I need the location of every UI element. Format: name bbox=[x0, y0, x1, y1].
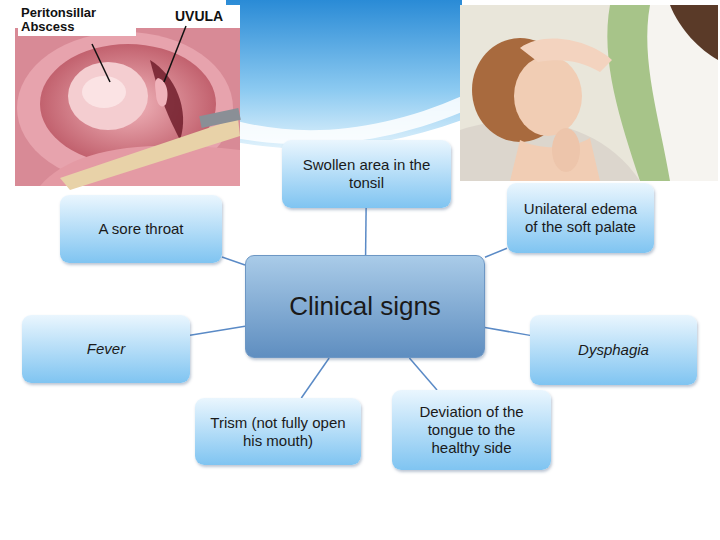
connector-line bbox=[222, 257, 245, 265]
swoosh-band bbox=[226, 0, 462, 150]
photo-label: UVULA bbox=[172, 8, 226, 25]
connector-line bbox=[485, 248, 507, 257]
sign-text: Swollen area in the tonsil bbox=[292, 156, 441, 192]
connector-line bbox=[301, 358, 329, 398]
topic-text: Clinical signs bbox=[289, 291, 441, 322]
central-topic-box: Clinical signs bbox=[245, 255, 485, 358]
connector-line bbox=[485, 328, 530, 336]
sign-box: Trism (not fully open his mouth) bbox=[195, 398, 361, 465]
sign-text: Trism (not fully open his mouth) bbox=[205, 414, 351, 450]
connector-line bbox=[409, 358, 437, 390]
throat-photo bbox=[15, 5, 241, 190]
patient-photo bbox=[460, 5, 718, 181]
connector-line bbox=[190, 326, 245, 335]
photo-label: Peritonsillar Abscess bbox=[18, 5, 136, 36]
sign-box: Swollen area in the tonsil bbox=[282, 140, 451, 208]
sign-text: Unilateral edema of the soft palate bbox=[517, 200, 644, 236]
sign-box: Dysphagia bbox=[530, 315, 697, 385]
sign-text: Fever bbox=[87, 340, 125, 358]
connector-line bbox=[365, 208, 367, 255]
sign-text: Deviation of the tongue to the healthy s… bbox=[402, 403, 541, 457]
sign-box: Fever bbox=[22, 315, 190, 383]
sign-box: A sore throat bbox=[60, 195, 222, 263]
sign-box: Deviation of the tongue to the healthy s… bbox=[392, 390, 551, 470]
sign-text: Dysphagia bbox=[578, 341, 649, 359]
sign-box: Unilateral edema of the soft palate bbox=[507, 183, 654, 253]
sign-text: A sore throat bbox=[98, 220, 183, 238]
